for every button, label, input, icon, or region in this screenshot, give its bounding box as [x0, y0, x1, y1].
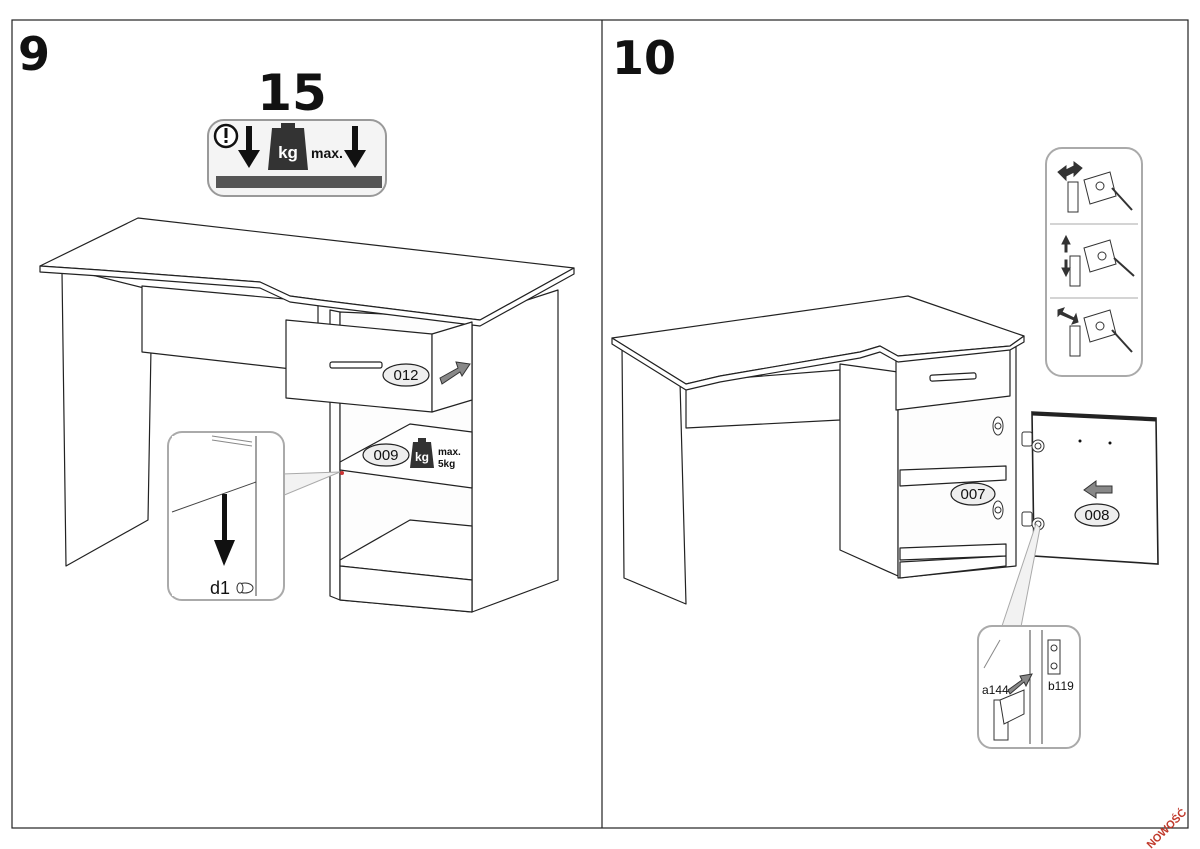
- hinge-adjust-icon: [1057, 161, 1133, 213]
- hinge-mount-icon: [1047, 639, 1061, 675]
- panel-step-9: 9 15 kg max.: [18, 27, 575, 613]
- insert-arrow-icon: [439, 361, 471, 385]
- insert-arrow-icon: [1007, 673, 1033, 695]
- down-arrow-icon: [214, 494, 235, 566]
- down-arrow-icon: [344, 126, 366, 168]
- hardware-label-d1: d1: [210, 578, 230, 598]
- cabinet-hinge-bottom: [992, 500, 1004, 520]
- part-number-007: 007: [960, 486, 985, 503]
- desk-drawing-step-10: [611, 295, 1025, 605]
- weight-limit-badge: 15 kg max.: [207, 64, 387, 197]
- cabinet-hinge-top: [992, 416, 1004, 436]
- sheet-frame: [11, 19, 1189, 829]
- part-label-012: 012: [382, 363, 430, 387]
- hinge-label-a144: a144: [982, 683, 1009, 697]
- step-number-9: 9: [18, 27, 50, 81]
- part-label-009: 009: [362, 443, 410, 467]
- drawer-handle: [329, 361, 383, 369]
- weight-limit-value: 15: [257, 64, 327, 122]
- step-number-10: 10: [612, 31, 676, 85]
- desk-drawing-step-9: [39, 217, 575, 613]
- insert-arrow-icon: [1083, 480, 1113, 499]
- part-label-008: 008: [1074, 503, 1120, 527]
- detail-callout-d1: d1: [167, 431, 285, 601]
- hinge-adjust-icon: [1061, 234, 1135, 287]
- shelf-weight-limit: kg max. 5kg: [410, 438, 461, 470]
- door-panel-008: [1021, 411, 1159, 565]
- shelf-max-label: max.: [438, 447, 461, 458]
- panel-step-10: 10: [611, 31, 1159, 749]
- part-label-007: 007: [950, 482, 996, 506]
- hinge-label-b119: b119: [1048, 679, 1074, 693]
- part-number-009: 009: [373, 447, 398, 464]
- load-surface-bar: [216, 176, 382, 188]
- kg-weight-icon: kg: [410, 438, 434, 468]
- drawer-handle: [929, 372, 977, 382]
- down-arrow-icon: [238, 126, 260, 168]
- cam-lock-icon: [236, 582, 254, 594]
- part-number-008: 008: [1084, 507, 1109, 524]
- shelf-kg-badge-label: kg: [415, 450, 429, 464]
- kg-weight-icon: kg: [268, 123, 308, 170]
- hinge-adjust-icon: [1057, 307, 1133, 357]
- part-number-012: 012: [393, 367, 418, 384]
- door-hinge-top: [1021, 431, 1045, 453]
- hinge-plate-icon: [993, 689, 1025, 741]
- hinge-detail-callout: a144 b119: [977, 625, 1081, 749]
- max-label: max.: [311, 145, 343, 161]
- warning-icon: [213, 123, 239, 149]
- shelf-max-value: 5kg: [438, 459, 455, 470]
- kg-badge-label: kg: [278, 143, 298, 162]
- hinge-adjustment-guide: [1045, 147, 1143, 377]
